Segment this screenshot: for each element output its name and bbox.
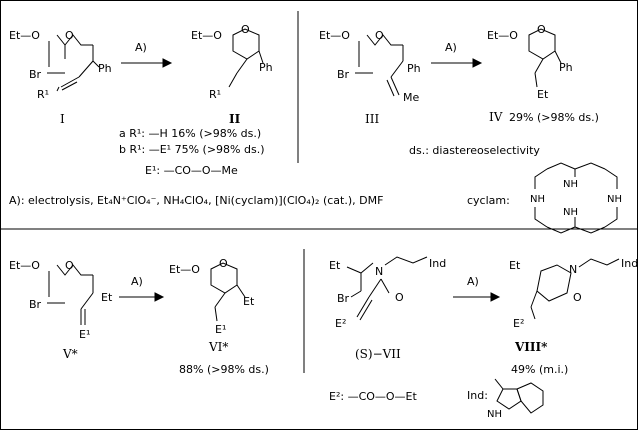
note-ind: Ind: — [467, 389, 488, 402]
note-conditions: A): electrolysis, Et₄N⁺ClO₄⁻, NH₄ClO₄, [… — [9, 194, 383, 207]
atom-eto: Et—O — [487, 29, 518, 42]
arrow-A-1: A) — [121, 41, 173, 68]
atom-eto: Et—O — [9, 259, 40, 272]
atom-e1: E¹ — [79, 328, 90, 341]
atom-br: Br — [29, 68, 42, 81]
atom-ph: Ph — [407, 62, 421, 75]
atom-n: N — [375, 265, 383, 278]
arrow-A-3: A) — [119, 275, 165, 302]
atom-o: O — [219, 257, 228, 270]
atom-et: Et — [243, 295, 255, 308]
arrow-label: A) — [467, 275, 479, 288]
atom-et: Et — [329, 259, 341, 272]
indole-structure: NH — [487, 378, 544, 420]
atom-o: O — [375, 29, 384, 42]
arrow-label: A) — [131, 275, 143, 288]
yield-VIII: 49% (m.i.) — [511, 363, 568, 376]
atom-nh: NH — [563, 179, 578, 190]
compound-III: Et—O O Br Ph Me — [319, 29, 421, 104]
note-line-b: b R¹: —E¹ 75% (>98% ds.) — [119, 143, 265, 156]
atom-r1: R¹ — [209, 88, 221, 101]
note-e1: E¹: —CO—O—Me — [145, 164, 238, 177]
atom-o: O — [65, 259, 74, 272]
cyclam-label: cyclam: — [467, 194, 510, 207]
atom-e2: E² — [513, 317, 524, 330]
atom-ph: Ph — [259, 61, 273, 74]
bond — [56, 34, 93, 46]
atom-et: Et — [101, 291, 113, 304]
compound-II: Et—O O Ph R¹ — [191, 23, 273, 101]
compound-VII: Et Br N Ind O E² — [329, 256, 446, 330]
label-VII: (S)−VII — [355, 347, 401, 361]
atom-e1: E¹ — [215, 323, 226, 336]
atom-br: Br — [337, 292, 350, 305]
atom-o: O — [537, 23, 546, 36]
atom-eto: Et—O — [169, 263, 200, 276]
atom-r1: R¹ — [37, 88, 49, 101]
atom-o: O — [241, 23, 250, 36]
compound-VIII: Et N Ind O E² — [509, 257, 638, 330]
yield-VI: 88% (>98% ds.) — [179, 363, 269, 376]
atom-nh: NH — [530, 194, 545, 205]
label-II: II — [229, 112, 241, 126]
atom-eto: Et—O — [9, 29, 40, 42]
atom-ind: Ind — [621, 257, 638, 270]
cyclam-structure: NH NH NH NH — [530, 162, 622, 234]
atom-n: N — [569, 263, 577, 276]
arrow-A-2: A) — [431, 41, 483, 68]
atom-me: Me — [403, 91, 419, 104]
atom-o: O — [395, 291, 404, 304]
compound-IV: Et—O O Ph Et — [487, 23, 573, 101]
label-V: V* — [62, 347, 78, 361]
label-VIII: VIII* — [514, 340, 548, 354]
atom-nh: NH — [487, 409, 502, 420]
atom-nh: NH — [607, 194, 622, 205]
atom-ph: Ph — [98, 62, 112, 75]
atom-et: Et — [509, 259, 521, 272]
compound-V: Et—O O Br Et E¹ — [9, 259, 113, 341]
note-e2: E²: —CO—O—Et — [329, 390, 418, 403]
atom-br: Br — [337, 68, 350, 81]
compound-I: Et—O O Br Ph R¹ — [9, 29, 112, 101]
atom-ph: Ph — [559, 61, 573, 74]
atom-e2: E² — [335, 317, 346, 330]
arrow-A-4: A) — [453, 275, 501, 302]
atom-o: O — [573, 291, 582, 304]
yield-IV: 29% (>98% ds.) — [509, 111, 599, 124]
note-ds: ds.: diastereoselectivity — [409, 144, 540, 157]
atom-br: Br — [29, 298, 42, 311]
atom-eto: Et—O — [319, 29, 350, 42]
atom-o: O — [65, 29, 74, 42]
atom-eto: Et—O — [191, 29, 222, 42]
label-VI: VI* — [208, 340, 228, 354]
label-III: III — [365, 112, 379, 126]
label-IV: IV — [489, 110, 503, 124]
compound-VI: Et—O O Et E¹ — [169, 257, 255, 336]
arrow-label: A) — [445, 41, 457, 54]
label-I: I — [60, 112, 65, 126]
atom-et: Et — [537, 88, 549, 101]
atom-nh: NH — [563, 207, 578, 218]
atom-ind: Ind — [429, 257, 446, 270]
arrow-label: A) — [135, 41, 147, 54]
note-line-a: a R¹: —H 16% (>98% ds.) — [119, 127, 261, 140]
